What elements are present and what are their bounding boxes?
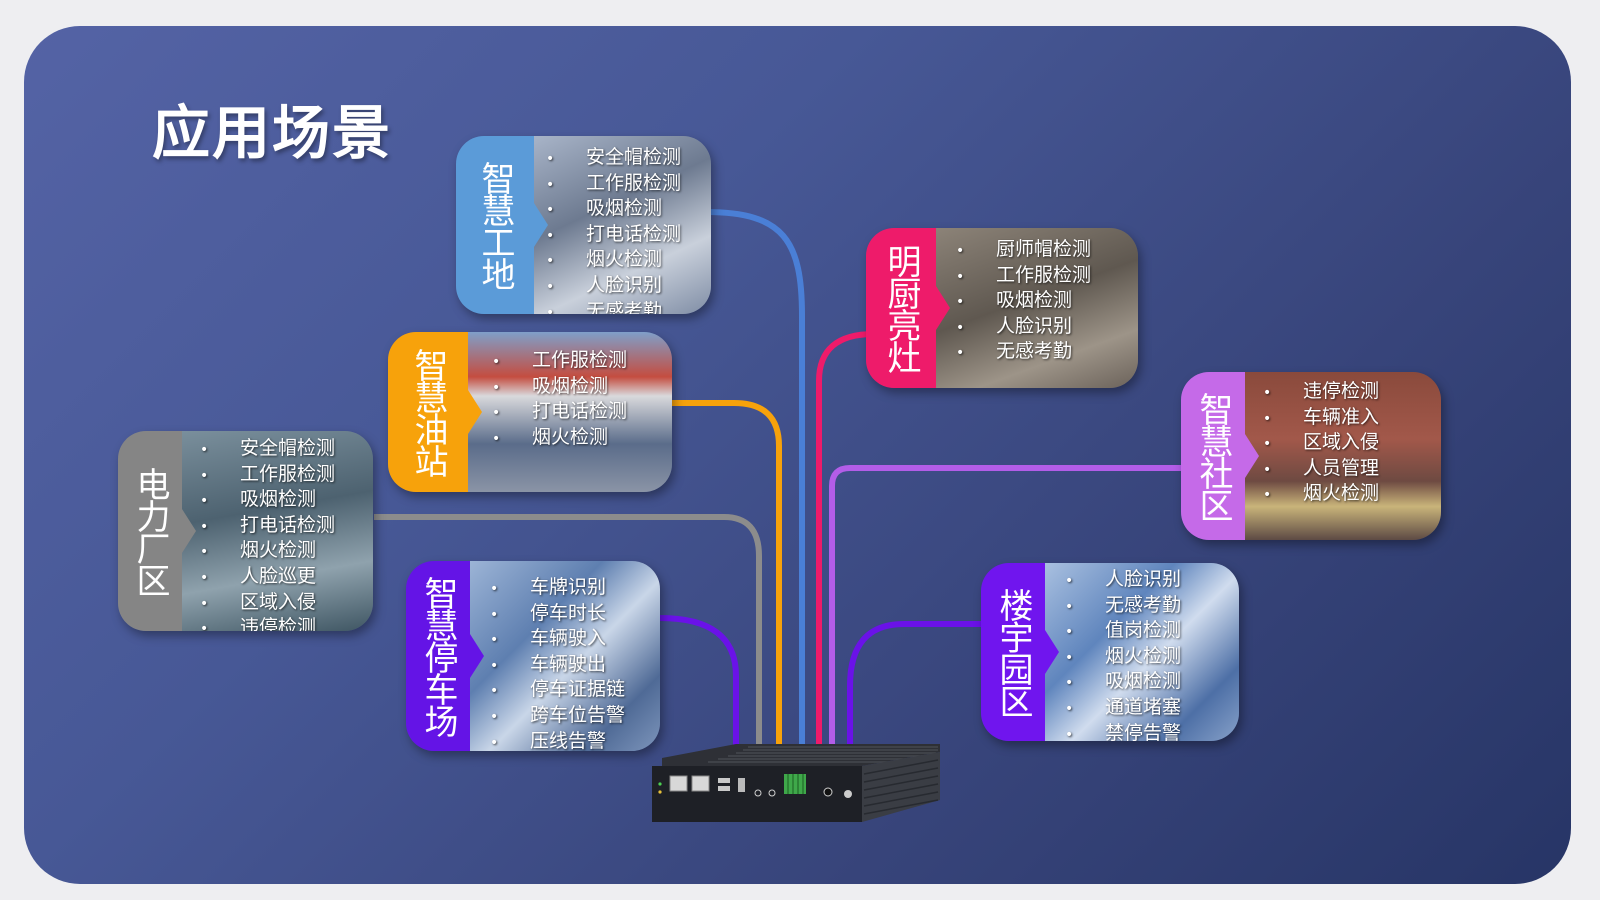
list-item: 吸烟检测 (548, 197, 681, 223)
status-led (658, 782, 662, 786)
edge-computing-box (652, 744, 940, 822)
connector-gas (667, 400, 782, 746)
list-item: 禁停告警 (1067, 722, 1181, 741)
list-item: 人脸识别 (1067, 568, 1181, 594)
list-item: 通道堵塞 (1067, 696, 1181, 722)
reset-button (844, 790, 852, 798)
card-tab: 智慧工地 (456, 136, 534, 314)
card-smart-parking: 智慧停车场 车牌识别 停车时长 车辆驶入 车辆驶出 停车证据链 跨车位告警 压线… (406, 561, 660, 751)
connector-building (847, 621, 986, 746)
card-title: 智慧油站 (408, 348, 448, 476)
list-item: 烟火检测 (548, 248, 681, 274)
usb-port (718, 786, 730, 791)
list-item: 吸烟检测 (1067, 670, 1181, 696)
tab-arrow (470, 634, 484, 678)
list-item: 违停检测 (202, 616, 335, 631)
card-smart-site: 智慧工地 安全帽检测 工作服检测 吸烟检测 打电话检测 烟火检测 人脸识别 无感… (456, 136, 711, 314)
card-title: 智慧工地 (475, 161, 515, 289)
list-item: 违停检测 (1265, 380, 1379, 406)
side-fins (863, 759, 939, 815)
device-side (862, 752, 940, 822)
audio-jack (754, 789, 762, 797)
list-item: 打电话检测 (494, 400, 627, 426)
card-tab: 智慧油站 (388, 332, 468, 492)
list-item: 值岗检测 (1067, 619, 1181, 645)
tab-arrow (1245, 434, 1259, 478)
list-item: 跨车位告警 (492, 704, 625, 730)
card-smart-gas-station: 智慧油站 工作服检测 吸烟检测 打电话检测 烟火检测 (388, 332, 672, 492)
terminal-pins (787, 774, 804, 794)
card-tab: 电力厂区 (118, 431, 182, 631)
connector-community (829, 465, 1184, 746)
card-title: 楼宇园区 (993, 588, 1033, 716)
list-item: 停车证据链 (492, 678, 625, 704)
ethernet-port (669, 775, 688, 792)
list-item: 吸烟检测 (958, 289, 1091, 315)
card-power-plant: 电力厂区 安全帽检测 工作服检测 吸烟检测 打电话检测 烟火检测 人脸巡更 区域… (118, 431, 373, 631)
list-item: 工作服检测 (958, 264, 1091, 290)
list-item: 烟火检测 (494, 426, 627, 452)
connector-power (374, 514, 762, 746)
slide-background: 应用场景 智慧工地 安全帽检测 工作服检测 吸烟检测 打电话检测 烟火检测 人脸… (24, 26, 1571, 884)
list-item: 烟火检测 (1067, 645, 1181, 671)
usb-port (718, 778, 730, 783)
list-item: 人脸识别 (548, 274, 681, 300)
list-item: 停车时长 (492, 602, 625, 628)
tab-arrow (1045, 630, 1059, 674)
connector-site (705, 209, 805, 746)
card-title: 明厨亮灶 (881, 244, 921, 372)
card-tab: 智慧停车场 (406, 561, 470, 751)
list-item: 无感考勤 (1067, 594, 1181, 620)
list-item: 安全帽检测 (548, 146, 681, 172)
heatsink-fins (708, 746, 938, 763)
list-item: 区域入侵 (202, 591, 335, 617)
card-title: 智慧停车场 (418, 576, 458, 736)
list-item: 区域入侵 (1265, 431, 1379, 457)
list-item: 烟火检测 (202, 539, 335, 565)
list-item: 工作服检测 (202, 463, 335, 489)
card-tab: 智慧社区 (1181, 372, 1245, 540)
tab-arrow (936, 286, 950, 330)
audio-jack (768, 789, 776, 797)
card-bright-kitchen: 明厨亮灶 厨师帽检测 工作服检测 吸烟检测 人脸识别 无感考勤 (866, 228, 1138, 388)
list-item: 人员管理 (1265, 457, 1379, 483)
card-tab: 楼宇园区 (981, 563, 1045, 741)
connector-kitchen (816, 331, 875, 746)
list-item: 安全帽检测 (202, 437, 335, 463)
list-item: 吸烟检测 (494, 375, 627, 401)
connector-lines (374, 209, 1184, 746)
list-item: 人脸巡更 (202, 565, 335, 591)
list-item: 压线告警 (492, 730, 625, 751)
list-item: 无感考勤 (958, 340, 1091, 366)
tab-arrow (182, 509, 196, 553)
list-item: 工作服检测 (494, 349, 627, 375)
hdmi-port (738, 778, 745, 792)
card-smart-community: 智慧社区 违停检测 车辆准入 区域入侵 人员管理 烟火检测 (1181, 372, 1441, 540)
list-item: 吸烟检测 (202, 488, 335, 514)
card-building-park: 楼宇园区 人脸识别 无感考勤 值岗检测 烟火检测 吸烟检测 通道堵塞 禁停告警 (981, 563, 1239, 741)
connector-parking (659, 615, 739, 746)
list-item: 车辆驶出 (492, 653, 625, 679)
list-item: 工作服检测 (548, 172, 681, 198)
tab-arrow (468, 390, 482, 434)
card-tab: 明厨亮灶 (866, 228, 936, 388)
ethernet-port (691, 775, 710, 792)
list-item: 车牌识别 (492, 576, 625, 602)
list-item: 车辆驶入 (492, 627, 625, 653)
page-title: 应用场景 (152, 99, 393, 167)
list-item: 人脸识别 (958, 315, 1091, 341)
list-item: 无感考勤 (548, 300, 681, 314)
list-item: 打电话检测 (548, 223, 681, 249)
card-title: 智慧社区 (1193, 392, 1233, 520)
power-jack (823, 787, 833, 797)
tab-arrow (534, 203, 548, 247)
list-item: 打电话检测 (202, 514, 335, 540)
list-item: 烟火检测 (1265, 482, 1379, 508)
card-title: 电力厂区 (130, 467, 170, 595)
list-item: 车辆准入 (1265, 406, 1379, 432)
terminal-block (784, 774, 806, 794)
status-led (658, 790, 662, 794)
list-item: 厨师帽检测 (958, 238, 1091, 264)
